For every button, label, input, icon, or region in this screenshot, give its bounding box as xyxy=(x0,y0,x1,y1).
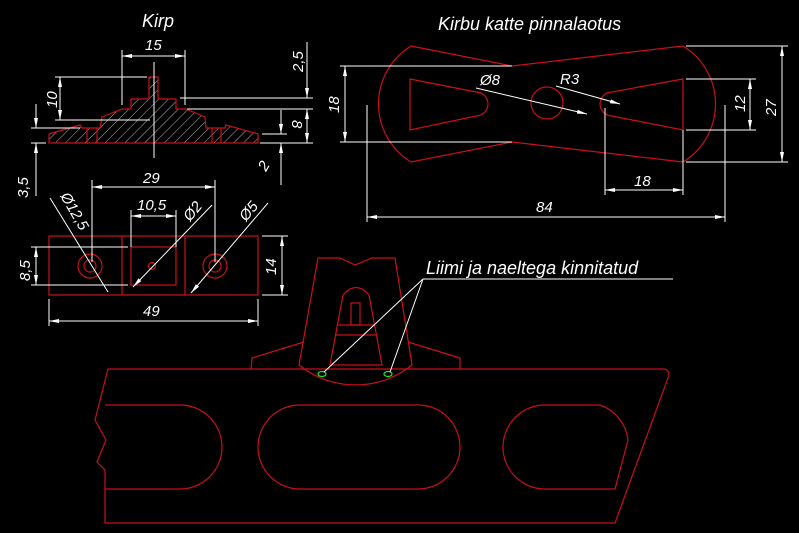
dim-27: 27 xyxy=(763,99,780,117)
section-title: Kirp xyxy=(142,11,174,31)
dim-10: 10 xyxy=(44,91,61,108)
dim-12: 12 xyxy=(732,95,749,112)
dim-2: 2 xyxy=(254,158,274,175)
cover-title: Kirbu katte pinnalaotus xyxy=(438,14,621,34)
assembly-view: Liimi ja naeltega kinnitatud xyxy=(94,257,673,524)
dim-3-5: 3,5 xyxy=(15,176,32,198)
assembly-note: Liimi ja naeltega kinnitatud xyxy=(426,258,639,278)
dim-d8: Ø8 xyxy=(479,72,501,89)
nail-left xyxy=(317,370,327,378)
dim-d5: Ø5 xyxy=(235,198,262,226)
nail-right xyxy=(383,370,393,378)
dim-15: 15 xyxy=(145,37,162,54)
dim-18-height: 18 xyxy=(326,96,343,113)
dim-84: 84 xyxy=(536,199,553,216)
dim-d2: Ø2 xyxy=(179,198,206,226)
dim-8: 8 xyxy=(288,120,305,129)
dim-8-5: 8,5 xyxy=(17,259,34,281)
sole-band xyxy=(94,368,670,524)
dim-d12-5: Ø12,5 xyxy=(56,189,92,234)
section-view: Kirp 15 10 2,5 8 2 3,5 xyxy=(15,11,313,198)
dim-29: 29 xyxy=(142,170,160,187)
cover-layout: Kirbu katte pinnalaotus 18 27 12 18 84 Ø… xyxy=(326,14,788,222)
dim-14: 14 xyxy=(263,258,280,275)
dim-r3: R3 xyxy=(560,71,580,88)
dim-10-5: 10,5 xyxy=(137,197,167,214)
cover-outline xyxy=(377,45,717,163)
dim-18-length: 18 xyxy=(634,173,651,190)
dim-2-5: 2,5 xyxy=(290,50,307,73)
kirp-side xyxy=(298,257,413,386)
top-view: 29 10,5 8,5 14 49 Ø12,5 Ø2 Ø5 xyxy=(17,170,288,326)
dim-49: 49 xyxy=(143,303,160,320)
